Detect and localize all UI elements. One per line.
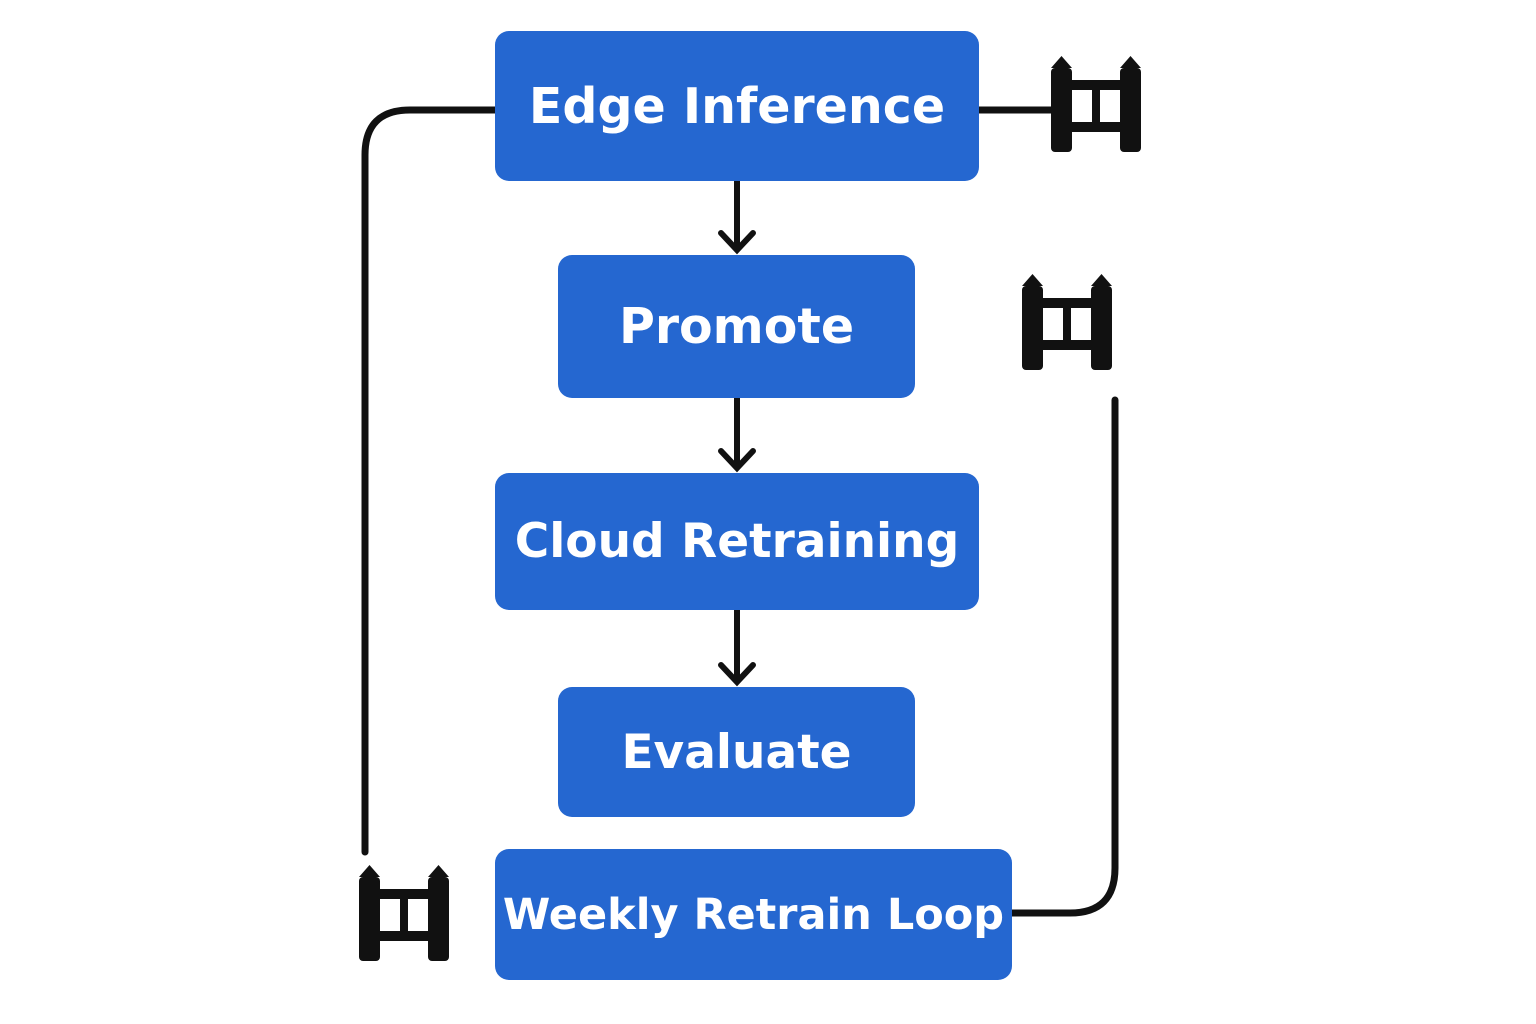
node-cloud-retraining: Cloud Retraining — [495, 473, 979, 610]
loop-line-right — [1008, 396, 1119, 917]
arrow-cloud-to-evaluate — [718, 607, 756, 687]
node-label: Cloud Retraining — [514, 514, 960, 569]
node-evaluate: Evaluate — [558, 687, 915, 817]
gate-icon — [1051, 56, 1141, 152]
node-label: Promote — [618, 298, 855, 355]
node-label: Edge Inference — [528, 77, 946, 135]
node-weekly-retrain-loop: Weekly Retrain Loop — [495, 849, 1012, 980]
node-label: Weekly Retrain Loop — [502, 889, 1005, 940]
gate-icon — [359, 865, 449, 961]
arrow-promote-to-cloud — [718, 395, 756, 473]
loop-line-left — [361, 106, 499, 856]
node-edge-inference: Edge Inference — [495, 31, 979, 181]
node-label: Evaluate — [621, 724, 852, 780]
node-promote: Promote — [558, 255, 915, 398]
arrow-edge-to-promote — [718, 178, 756, 255]
gate-icon — [1022, 274, 1112, 370]
